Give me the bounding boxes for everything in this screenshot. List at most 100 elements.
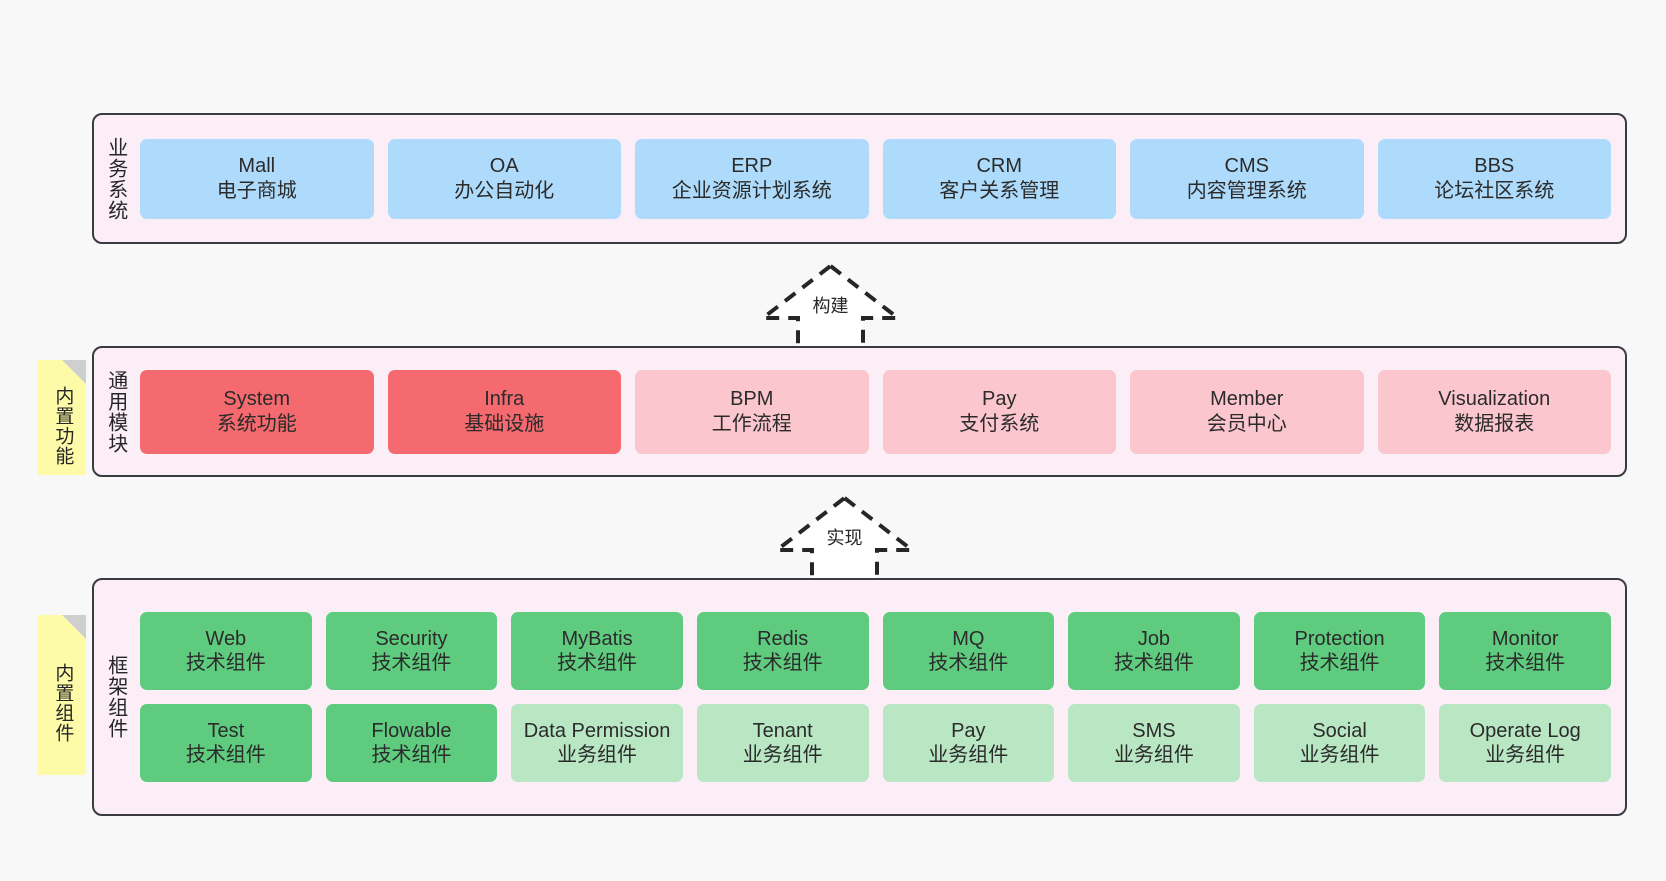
- card-protection[interactable]: Protection 技术组件: [1253, 612, 1426, 690]
- card-subtitle: 技术组件: [185, 744, 266, 766]
- card-row: Web 技术组件 Security 技术组件 MyBatis 技术组件 Redi…: [140, 612, 1611, 690]
- card-subtitle: 办公自动化: [454, 179, 555, 202]
- card-member[interactable]: Member 会员中心: [1130, 369, 1364, 454]
- card-mq[interactable]: MQ 技术组件: [882, 612, 1055, 690]
- card-subtitle: 企业资源计划系统: [671, 179, 832, 202]
- card-subtitle: 业务组件: [928, 744, 1009, 766]
- card-subtitle: 数据报表: [1454, 412, 1535, 435]
- card-subtitle: 技术组件: [371, 744, 452, 766]
- card-subtitle: 工作流程: [711, 412, 792, 435]
- card-bpm[interactable]: BPM 工作流程: [635, 369, 869, 454]
- card-test[interactable]: Test 技术组件: [140, 704, 312, 782]
- card-subtitle: 业务组件: [557, 744, 638, 766]
- card-title: Flowable: [371, 719, 452, 742]
- card-security[interactable]: Security 技术组件: [325, 612, 498, 690]
- card-pay-component[interactable]: Pay 业务组件: [882, 704, 1055, 782]
- card-data-permission[interactable]: Data Permission 业务组件: [511, 704, 683, 782]
- card-title: Member: [1210, 388, 1284, 411]
- card-job[interactable]: Job 技术组件: [1068, 612, 1240, 690]
- card-title: MyBatis: [561, 627, 633, 650]
- card-row: Test 技术组件 Flowable 技术组件 Data Permission …: [140, 704, 1611, 782]
- card-title: Data Permission: [523, 719, 671, 742]
- card-bbs[interactable]: BBS 论坛社区系统: [1377, 138, 1611, 219]
- card-row: System 系统功能 Infra 基础设施 BPM 工作流程 Pay 支付系统…: [140, 369, 1611, 454]
- card-subtitle: 技术组件: [371, 652, 452, 674]
- card-web[interactable]: Web 技术组件: [140, 612, 312, 690]
- card-title: BBS: [1474, 155, 1515, 178]
- card-subtitle: 论坛社区系统: [1434, 179, 1555, 202]
- card-monitor[interactable]: Monitor 技术组件: [1439, 612, 1611, 690]
- card-sms[interactable]: SMS 业务组件: [1068, 704, 1240, 782]
- card-row: Mall 电子商城 OA 办公自动化 ERP 企业资源计划系统 CRM 客户关系…: [140, 138, 1611, 219]
- card-title: BPM: [730, 388, 774, 411]
- card-system[interactable]: System 系统功能: [140, 369, 374, 454]
- card-subtitle: 技术组件: [742, 652, 823, 674]
- card-title: Mall: [238, 155, 276, 178]
- card-title: Test: [207, 719, 245, 742]
- card-title: Job: [1137, 627, 1171, 650]
- card-title: SMS: [1132, 719, 1176, 742]
- card-mall[interactable]: Mall 电子商城: [140, 138, 374, 219]
- card-mybatis[interactable]: MyBatis 技术组件: [511, 612, 683, 690]
- note-builtin-component: 内置组件: [38, 615, 86, 775]
- layer-body-common-module: System 系统功能 Infra 基础设施 BPM 工作流程 Pay 支付系统…: [136, 348, 1625, 475]
- card-infra[interactable]: Infra 基础设施: [387, 369, 621, 454]
- card-subtitle: 会员中心: [1206, 412, 1287, 435]
- card-operate-log[interactable]: Operate Log 业务组件: [1439, 704, 1611, 782]
- card-title: Protection: [1294, 627, 1385, 650]
- card-title: Operate Log: [1469, 719, 1581, 742]
- card-title: Web: [205, 627, 247, 650]
- layer-label-common-module: 通用模块: [104, 369, 127, 454]
- card-title: CMS: [1224, 155, 1269, 178]
- implement-arrow: 实现: [772, 494, 917, 582]
- card-subtitle: 业务组件: [742, 744, 823, 766]
- card-visualization[interactable]: Visualization 数据报表: [1377, 369, 1611, 454]
- note-label: 内置功能: [52, 385, 74, 466]
- card-title: Pay: [982, 388, 1017, 411]
- card-erp[interactable]: ERP 企业资源计划系统: [635, 138, 869, 219]
- build-arrow-label: 构建: [812, 296, 849, 316]
- card-tenant[interactable]: Tenant 业务组件: [696, 704, 869, 782]
- card-social[interactable]: Social 业务组件: [1253, 704, 1426, 782]
- card-subtitle: 电子商城: [216, 179, 297, 202]
- card-title: System: [223, 388, 291, 411]
- card-title: MQ: [952, 627, 985, 650]
- layer-business-system: 业务系统 Mall 电子商城 OA 办公自动化 ERP 企业资源计划系统 CRM…: [92, 113, 1627, 244]
- card-title: Monitor: [1491, 627, 1559, 650]
- card-crm[interactable]: CRM 客户关系管理: [882, 138, 1116, 219]
- layer-common-module: 通用模块 System 系统功能 Infra 基础设施 BPM 工作流程 Pay…: [92, 346, 1627, 477]
- layer-label-business-system: 业务系统: [104, 136, 127, 221]
- card-subtitle: 业务组件: [1299, 744, 1380, 766]
- card-subtitle: 客户关系管理: [939, 179, 1060, 202]
- card-title: OA: [489, 155, 519, 178]
- card-title: Visualization: [1438, 388, 1551, 411]
- card-subtitle: 基础设施: [464, 412, 545, 435]
- card-title: Tenant: [752, 719, 813, 742]
- card-subtitle: 技术组件: [1299, 652, 1380, 674]
- card-subtitle: 技术组件: [557, 652, 638, 674]
- card-title: ERP: [731, 155, 773, 178]
- card-cms[interactable]: CMS 内容管理系统: [1130, 138, 1364, 219]
- note-fold-corner-icon: [62, 360, 86, 384]
- card-subtitle: 支付系统: [959, 412, 1040, 435]
- card-subtitle: 内容管理系统: [1186, 179, 1307, 202]
- card-subtitle: 技术组件: [928, 652, 1009, 674]
- card-subtitle: 系统功能: [216, 412, 297, 435]
- card-title: Infra: [484, 388, 525, 411]
- card-title: Social: [1312, 719, 1367, 742]
- implement-arrow-label: 实现: [826, 528, 863, 548]
- note-label: 内置组件: [52, 663, 74, 743]
- card-title: Pay: [951, 719, 986, 742]
- card-flowable[interactable]: Flowable 技术组件: [325, 704, 498, 782]
- card-oa[interactable]: OA 办公自动化: [387, 138, 621, 219]
- layer-body-framework-component: Web 技术组件 Security 技术组件 MyBatis 技术组件 Redi…: [136, 580, 1625, 814]
- card-subtitle: 技术组件: [185, 652, 266, 674]
- card-redis[interactable]: Redis 技术组件: [696, 612, 869, 690]
- note-builtin-function: 内置功能: [38, 360, 86, 475]
- card-subtitle: 技术组件: [1485, 652, 1566, 674]
- card-pay-module[interactable]: Pay 支付系统: [882, 369, 1116, 454]
- layer-body-business-system: Mall 电子商城 OA 办公自动化 ERP 企业资源计划系统 CRM 客户关系…: [136, 115, 1625, 242]
- card-subtitle: 业务组件: [1485, 744, 1566, 766]
- layer-label-framework-component: 框架组件: [104, 655, 127, 739]
- card-subtitle: 业务组件: [1113, 744, 1194, 766]
